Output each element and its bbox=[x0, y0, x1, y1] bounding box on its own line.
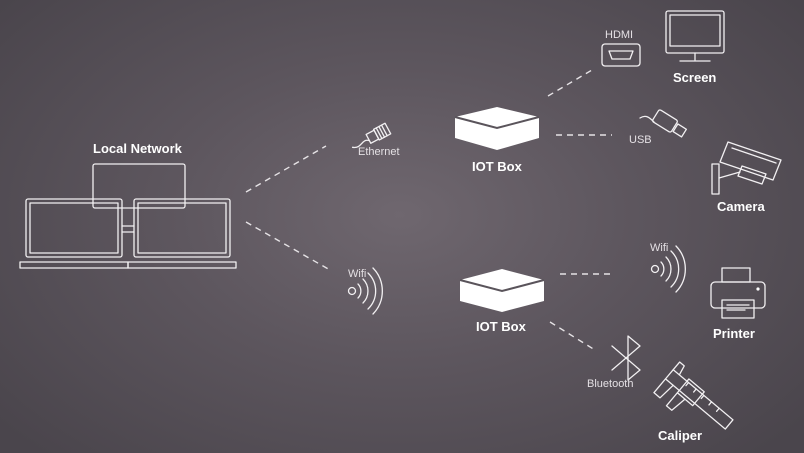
bluetooth-icon bbox=[611, 335, 641, 381]
label-iot-box-bottom: IOT Box bbox=[476, 319, 526, 334]
hdmi-port-icon bbox=[601, 43, 641, 67]
iot-box-top-edge bbox=[454, 116, 540, 130]
ethernet-rib-1 bbox=[375, 127, 383, 140]
connector-iot-bluetooth bbox=[549, 321, 596, 351]
caliper-fixed-upper-jaw bbox=[672, 361, 685, 376]
label-screen: Screen bbox=[673, 70, 717, 85]
connector-iot-hdmi bbox=[547, 69, 593, 97]
laptop-right-base bbox=[127, 261, 237, 269]
caliper-tick-1 bbox=[685, 381, 690, 387]
label-ethernet: Ethernet bbox=[358, 146, 400, 158]
caliper-tick-5 bbox=[715, 407, 720, 412]
wifi-right-arc-1 bbox=[660, 261, 665, 277]
wifi-signal-icon-left bbox=[347, 267, 383, 315]
label-iot-box-top: IOT Box bbox=[472, 159, 522, 174]
iot-box-bottom-side-left bbox=[460, 280, 502, 312]
camera-body bbox=[719, 141, 782, 181]
iot-box-bottom-side-right bbox=[502, 280, 544, 312]
usb-cable bbox=[639, 115, 655, 123]
caliper-tick-3 bbox=[700, 394, 705, 400]
ethernet-cable bbox=[351, 139, 371, 149]
label-bluetooth: Bluetooth bbox=[587, 378, 634, 390]
printer-paper-in bbox=[721, 267, 751, 283]
printer-led bbox=[756, 287, 760, 291]
label-camera: Camera bbox=[717, 199, 765, 214]
caliper-tick-2 bbox=[692, 388, 697, 393]
hdmi-port-body bbox=[601, 43, 641, 67]
camera-lens-hood bbox=[737, 165, 767, 185]
caliper-beam bbox=[664, 369, 734, 430]
security-camera-icon bbox=[711, 141, 782, 195]
iot-box-icon-top bbox=[454, 107, 540, 150]
label-printer: Printer bbox=[713, 326, 755, 341]
wifi-right-arc-3 bbox=[670, 250, 680, 288]
caliper-moving-jaw bbox=[665, 392, 686, 411]
label-wifi-left: Wifi bbox=[348, 268, 367, 280]
laptop-left-base bbox=[19, 261, 129, 269]
camera-stripe bbox=[731, 147, 777, 164]
wifi-right-arc-2 bbox=[665, 256, 672, 282]
label-caliper: Caliper bbox=[658, 428, 703, 443]
hdmi-port-slot bbox=[608, 50, 634, 60]
laptop-left-screen-inner bbox=[29, 202, 119, 254]
ethernet-rib-3 bbox=[380, 124, 388, 137]
camera-arm bbox=[718, 171, 741, 179]
wifi-signal-icon-right bbox=[650, 245, 686, 293]
monitor-frame bbox=[665, 10, 725, 54]
laptop-right-screen bbox=[133, 198, 231, 258]
label-hdmi: HDMI bbox=[605, 29, 634, 41]
wifi-right-dot bbox=[650, 264, 660, 274]
iot-box-bottom-edge bbox=[459, 279, 545, 293]
ethernet-rib-2 bbox=[378, 125, 386, 138]
connector-network-wifi bbox=[245, 221, 331, 271]
bluetooth-rune bbox=[611, 335, 641, 381]
wifi-left-dot bbox=[347, 286, 357, 296]
monitor-icon bbox=[665, 10, 725, 62]
printer-body bbox=[710, 281, 766, 309]
wifi-left-arc-3 bbox=[367, 272, 377, 310]
caliper-icon bbox=[653, 361, 734, 430]
label-wifi-right: Wifi bbox=[650, 242, 669, 254]
connector-lines bbox=[245, 69, 612, 351]
monitor-display bbox=[669, 14, 721, 47]
wifi-left-arc-1 bbox=[357, 283, 362, 299]
laptop-back-screen bbox=[92, 163, 186, 209]
laptop-right-screen-inner bbox=[137, 202, 227, 254]
iot-box-icon-bottom bbox=[459, 269, 545, 312]
laptops-icon bbox=[19, 163, 237, 269]
usb-connector bbox=[672, 123, 688, 138]
usb-body bbox=[652, 109, 678, 133]
connector-network-ethernet bbox=[245, 145, 327, 193]
camera-wall-mount bbox=[711, 163, 720, 195]
ethernet-plug-icon bbox=[351, 122, 392, 149]
printer-paper-out bbox=[721, 299, 755, 319]
caliper-tick-4 bbox=[708, 401, 713, 406]
wifi-left-arc-2 bbox=[362, 278, 369, 304]
usb-plug-icon bbox=[639, 109, 688, 138]
laptop-left-screen bbox=[25, 198, 123, 258]
label-usb: USB bbox=[629, 134, 652, 146]
label-local-network: Local Network bbox=[93, 141, 182, 156]
printer-icon bbox=[710, 267, 766, 319]
wifi-left-arc-4 bbox=[372, 267, 383, 315]
wifi-right-arc-4 bbox=[675, 245, 686, 293]
iot-box-top-lid bbox=[455, 107, 539, 128]
caliper-fixed-jaw bbox=[653, 378, 674, 399]
